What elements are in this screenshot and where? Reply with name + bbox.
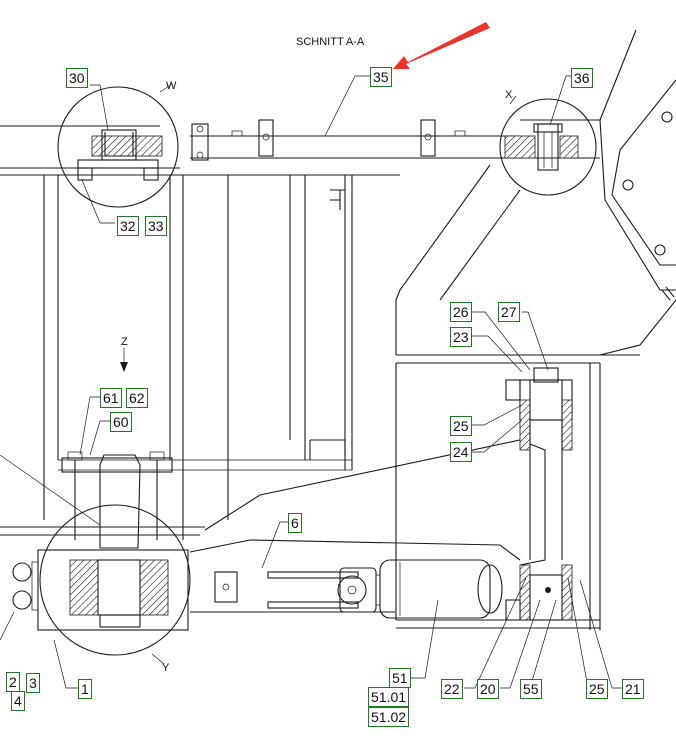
callout-23: 23 xyxy=(450,327,472,347)
hydraulic-cylinder xyxy=(337,559,503,619)
red-arrow-annotation xyxy=(393,22,490,69)
callout-30: 30 xyxy=(66,68,88,88)
detail-label-x: X xyxy=(505,89,513,101)
callout-2: 2 xyxy=(6,672,20,692)
callout-22: 22 xyxy=(441,679,463,699)
callout-51-01: 51.01 xyxy=(368,687,410,707)
section-title: SCHNITT A-A xyxy=(296,36,365,48)
callout-20: 20 xyxy=(477,679,499,699)
callout-60: 60 xyxy=(110,412,132,432)
detail-w-seal xyxy=(77,129,163,181)
callout-4: 4 xyxy=(11,691,25,711)
callout-36: 36 xyxy=(571,68,593,88)
callout-51-02: 51.02 xyxy=(368,707,410,727)
left-pivot-assembly xyxy=(12,451,189,631)
callout-32: 32 xyxy=(117,216,139,236)
callout-26: 26 xyxy=(450,302,472,322)
callout-24: 24 xyxy=(450,442,472,462)
callout-25-lower: 25 xyxy=(586,679,608,699)
callout-35: 35 xyxy=(370,67,392,87)
callout-27: 27 xyxy=(498,302,520,322)
top-frame xyxy=(0,119,600,176)
callout-51: 51 xyxy=(389,668,411,688)
callout-33: 33 xyxy=(145,216,167,236)
callout-6: 6 xyxy=(288,513,302,533)
detail-x-bearing xyxy=(504,123,579,171)
callout-61: 61 xyxy=(100,388,122,408)
callout-3: 3 xyxy=(26,673,40,693)
detail-circles xyxy=(39,83,597,665)
detail-label-y: Y xyxy=(162,662,170,674)
callout-25-upper: 25 xyxy=(450,416,472,436)
callout-21: 21 xyxy=(622,679,644,699)
pivot-column xyxy=(396,367,600,629)
callout-62: 62 xyxy=(126,388,148,408)
detail-label-w: W xyxy=(166,80,177,92)
callout-55: 55 xyxy=(520,679,542,699)
main-frame xyxy=(43,29,676,630)
detail-label-z: Z xyxy=(121,336,128,348)
callout-1: 1 xyxy=(78,679,92,699)
